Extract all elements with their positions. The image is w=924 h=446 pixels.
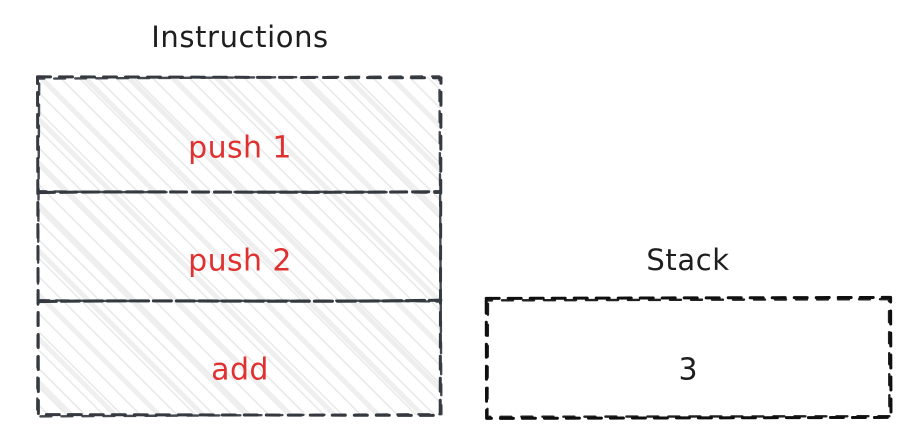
- instruction-row-push-1[interactable]: push 1: [188, 130, 292, 166]
- instruction-row-push-2[interactable]: push 2: [188, 243, 292, 279]
- stack-row-value[interactable]: 3: [678, 352, 698, 388]
- stack-cell-1[interactable]: [486, 298, 891, 418]
- stack-panel-title: Stack: [646, 243, 730, 277]
- instructions-panel-graphics: [36, 75, 443, 418]
- instructions-cell-1[interactable]: [37, 76, 441, 192]
- instructions-cell-2[interactable]: [37, 192, 441, 301]
- instructions-panel-title: Instructions: [151, 20, 329, 54]
- instructions-cell-3[interactable]: [37, 301, 441, 416]
- stack-panel-graphics: [484, 295, 893, 420]
- instruction-row-add[interactable]: add: [211, 352, 269, 388]
